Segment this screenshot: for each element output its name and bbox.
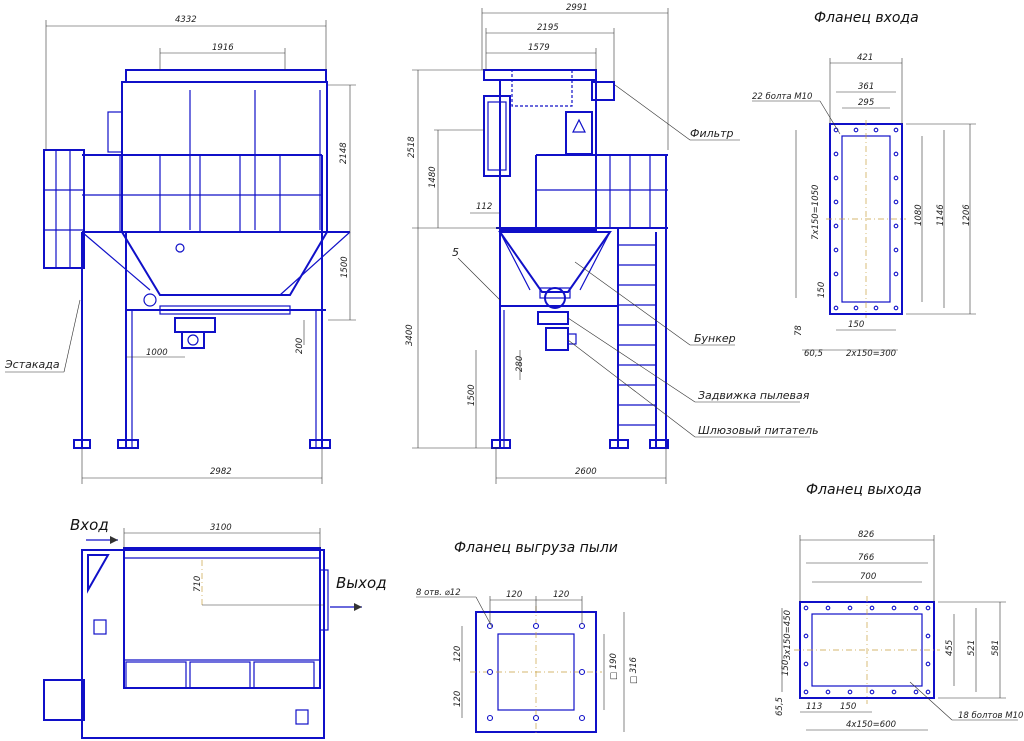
label-outlet: Выход [336, 574, 387, 592]
d-421: 421 [857, 53, 873, 63]
d-1000: 1000 [146, 348, 168, 358]
title-dust-flange: Фланец выгруза пыли [454, 540, 618, 556]
label-filter: Фильтр [690, 127, 734, 140]
label-sluice-feeder: Шлюзовый питатель [698, 424, 819, 437]
d-120-d: 120 [453, 691, 463, 707]
d-1500: 1500 [340, 256, 350, 278]
d-280: 280 [515, 356, 525, 372]
d-150-out: 150 [781, 660, 791, 676]
d-1206: 1206 [962, 204, 972, 226]
d-7x150: 7x150=1050 [811, 185, 821, 240]
d-581: 581 [991, 640, 1001, 656]
title-inlet-flange: Фланец входа [814, 10, 919, 26]
d-2991: 2991 [566, 3, 588, 13]
d-361: 361 [858, 82, 874, 92]
outlet-bolts: 18 болтов М10 [958, 711, 1023, 721]
d-1500-side: 1500 [467, 384, 477, 406]
d-1579: 1579 [528, 43, 550, 53]
d-700: 700 [860, 572, 876, 582]
d-3400: 3400 [405, 324, 415, 346]
d-295: 295 [858, 98, 874, 108]
d-826: 826 [858, 530, 875, 540]
d-1480: 1480 [428, 166, 438, 188]
d-766: 766 [858, 553, 875, 563]
label-hopper: Бункер [694, 332, 736, 345]
d-521: 521 [967, 640, 977, 656]
dust-holes: 8 отв. ⌀12 [416, 588, 461, 598]
plan-view: 3100 710 Вход Выход [43, 516, 387, 739]
front-dims: 4332 1916 2148 1500 200 1000 2982 Эстака… [4, 15, 356, 484]
front-view [43, 69, 351, 449]
d-120-a: 120 [506, 590, 522, 600]
label-trestle: Эстакада [4, 358, 60, 371]
d-3100: 3100 [210, 523, 232, 533]
dust-flange: 120 120 120 120 □ 190 □ 316 8 отв. ⌀12 Ф… [416, 540, 639, 736]
d-655: 65,5 [775, 697, 785, 716]
d-150-h: 150 [848, 320, 864, 330]
d-150-v: 150 [817, 282, 827, 298]
d-200: 200 [295, 338, 305, 354]
title-outlet-flange: Фланец выхода [806, 482, 922, 498]
d-316: □ 316 [629, 656, 639, 684]
d-190: □ 190 [609, 653, 619, 680]
d-150-out-h: 150 [840, 702, 856, 712]
d-455: 455 [945, 640, 955, 656]
d-2195: 2195 [537, 23, 559, 33]
d-2x150: 2x150=300 [846, 349, 896, 359]
d-710: 710 [193, 576, 203, 592]
inlet-bolts: 22 болта М10 [752, 92, 812, 102]
d-1916: 1916 [212, 43, 234, 53]
d-112: 112 [476, 202, 492, 212]
d-78: 78 [794, 325, 804, 336]
d-120-b: 120 [553, 590, 569, 600]
d-605: 60,5 [804, 349, 823, 359]
d-2600: 2600 [575, 467, 597, 477]
label-5: 5 [452, 246, 459, 259]
inlet-flange: 421 361 295 22 болта М10 7x150=1050 1080… [752, 10, 976, 359]
outlet-flange: 826 766 700 3x150=450 455 521 581 150 65… [775, 482, 1023, 731]
label-inlet: Вход [70, 516, 109, 534]
d-1080: 1080 [914, 204, 924, 226]
d-1146: 1146 [936, 204, 946, 226]
d-2148: 2148 [339, 142, 349, 164]
side-dims: 2991 2195 1579 2518 1480 112 3400 280 15… [405, 3, 819, 484]
d-4x150: 4x150=600 [846, 720, 896, 730]
side-view [483, 69, 669, 449]
d-4332: 4332 [175, 15, 197, 25]
d-2518: 2518 [407, 136, 417, 158]
d-2982: 2982 [210, 467, 232, 477]
d-3x150: 3x150=450 [783, 610, 793, 660]
d-120-c: 120 [453, 646, 463, 662]
label-dust-gate: Задвижка пылевая [698, 389, 810, 402]
d-113: 113 [806, 702, 822, 712]
